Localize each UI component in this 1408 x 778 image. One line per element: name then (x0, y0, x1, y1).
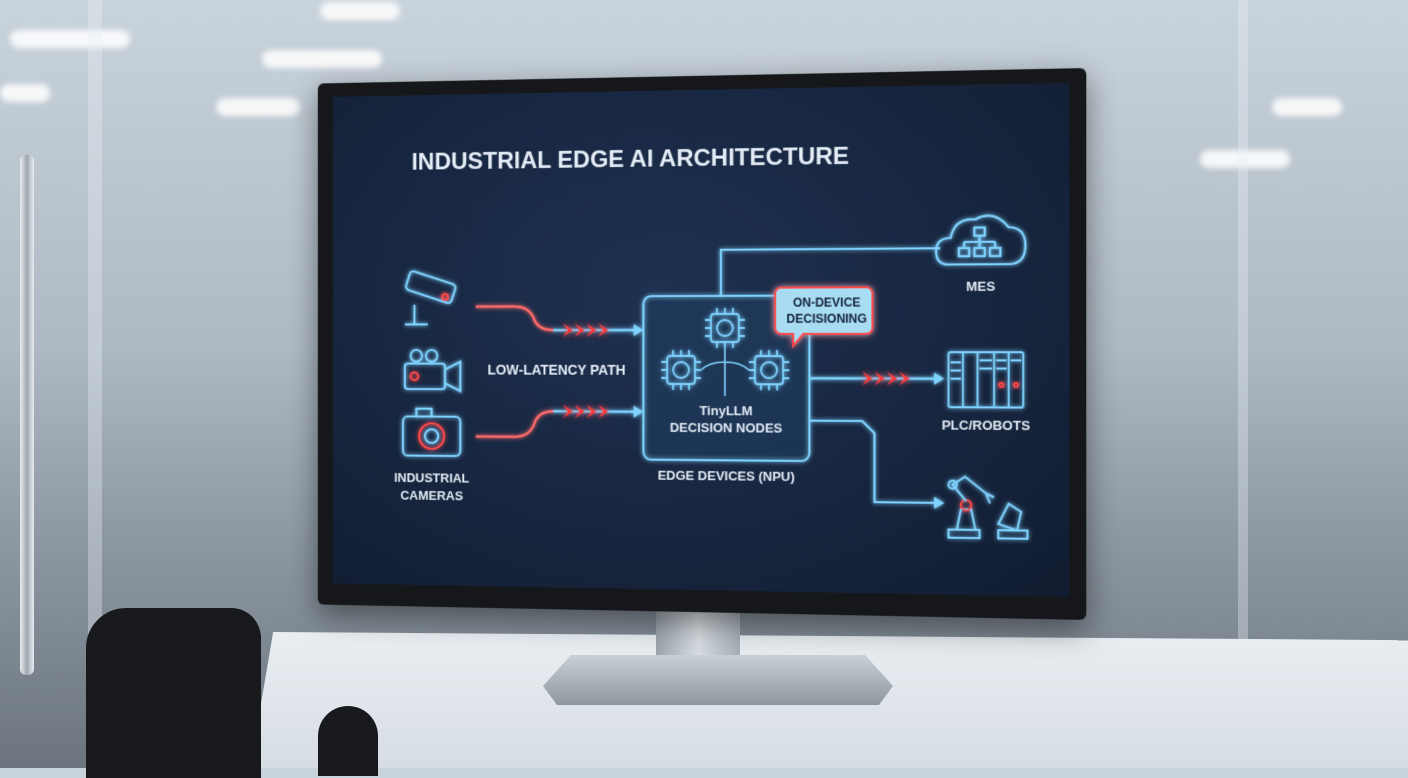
edge-devices-label: EDGE DEVICES (NPU) (658, 467, 795, 484)
mes-label: MES (966, 278, 996, 294)
callout-line1: ON-DEVICE (793, 296, 861, 310)
diagram-title: INDUSTRIAL EDGE AI ARCHITECTURE (411, 142, 849, 174)
monitor-screen: INDUSTRIAL EDGE AI ARCHITECTURE (333, 83, 1070, 597)
monitor: INDUSTRIAL EDGE AI ARCHITECTURE (318, 68, 1086, 620)
callout-line2: DECISIONING (787, 312, 867, 326)
plc-rack-icon (948, 352, 1023, 407)
cctv-camera-icon (405, 270, 456, 324)
low-latency-label: LOW-LATENCY PATH (487, 363, 625, 378)
photo-camera-icon (403, 409, 460, 456)
monitor-stand-base (543, 655, 893, 705)
door-handle (20, 155, 34, 675)
robot-connection-line (809, 421, 944, 509)
cloud-network-icon (936, 215, 1025, 264)
ceiling-light (10, 30, 130, 48)
tinyllm-label-line1: TinyLLM (699, 403, 752, 419)
ceiling-light (262, 50, 382, 68)
video-camera-icon (405, 350, 460, 391)
input-path-bottom (476, 405, 644, 438)
office-chair (318, 706, 378, 776)
plc-robots-label: PLC/ROBOTS (942, 417, 1031, 433)
architecture-diagram: INDUSTRIAL EDGE AI ARCHITECTURE (333, 83, 1070, 597)
robot-arm-icon (948, 477, 1027, 539)
cameras-label-line1: INDUSTRIAL (394, 470, 469, 486)
ceiling-light (1272, 98, 1342, 116)
input-path-top (476, 306, 644, 336)
cameras-label-line2: CAMERAS (400, 488, 463, 504)
ceiling-light (216, 98, 300, 116)
tinyllm-label-line2: DECISION NODES (670, 420, 783, 436)
ceiling-light (320, 2, 400, 20)
office-chair (86, 608, 261, 778)
ceiling-light (0, 84, 50, 102)
